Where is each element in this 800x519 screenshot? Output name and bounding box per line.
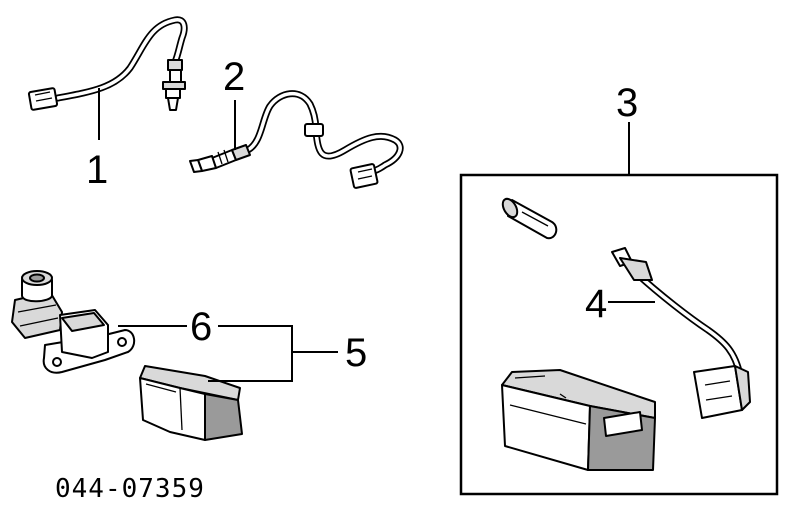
callout-2: 2 [223, 55, 245, 99]
part-3-assembly-box [459, 173, 779, 496]
leader-lines [98, 88, 655, 382]
callout-5: 5 [345, 331, 367, 375]
diagram-code: 044-07359 [55, 474, 205, 504]
callout-4: 4 [585, 282, 607, 326]
callout-3: 3 [616, 81, 638, 125]
callout-1: 1 [86, 148, 108, 192]
part-4-vacuum-valve [611, 247, 751, 419]
callout-6: 6 [190, 305, 212, 349]
part-6-vsv-valve [11, 270, 136, 374]
part-5-canister-filter [139, 365, 243, 441]
cap-plug [501, 197, 558, 240]
part-1-oxygen-sensor [27, 16, 188, 111]
part-2-oxygen-sensor [189, 90, 404, 189]
charcoal-canister [501, 369, 656, 471]
